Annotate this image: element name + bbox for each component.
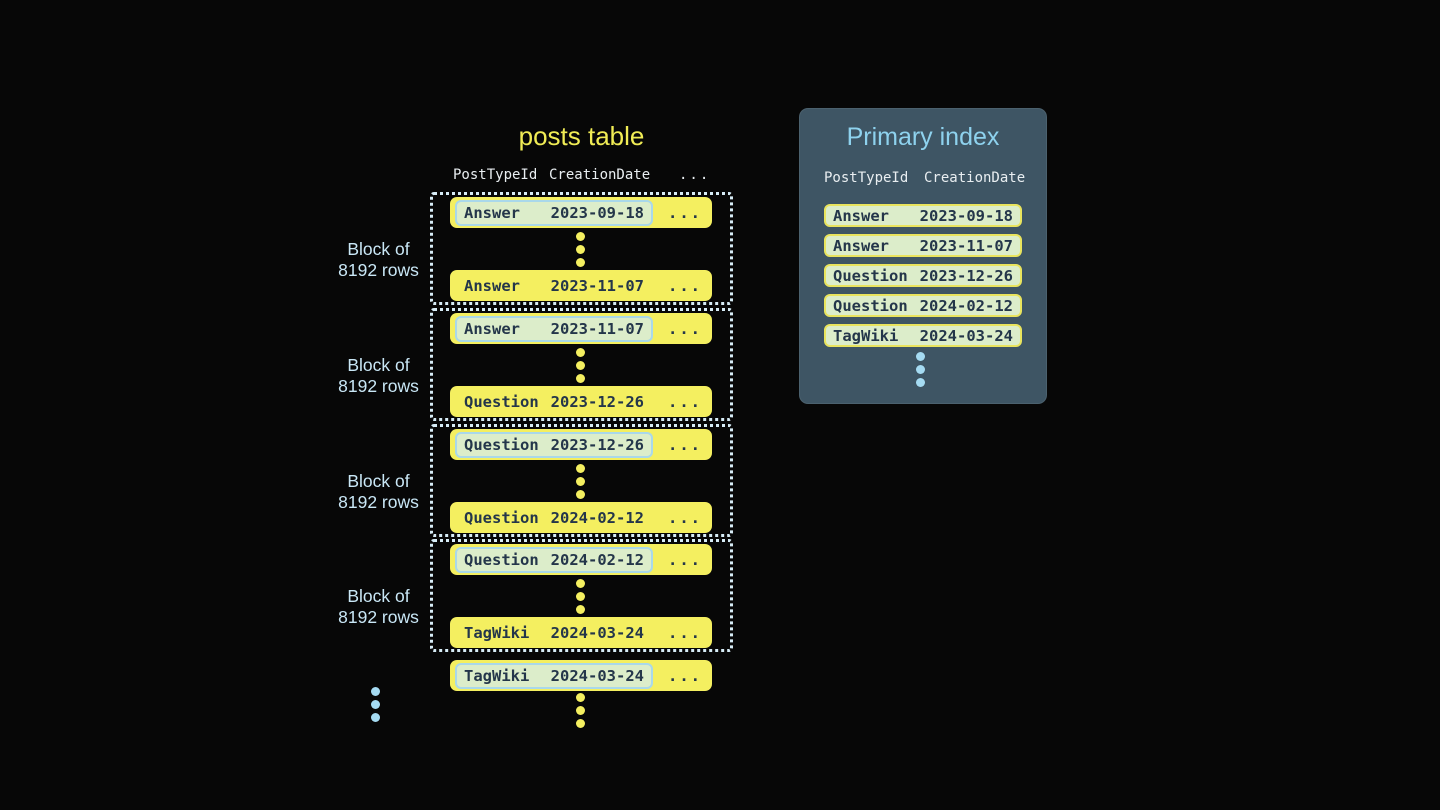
index-row-posttype: Answer xyxy=(833,206,889,225)
row-date: 2024-02-12 xyxy=(550,550,644,569)
block-label-line2: 8192 rows xyxy=(338,260,419,280)
block-label: Block of 8192 rows xyxy=(326,355,431,397)
row-date: 2024-03-24 xyxy=(550,666,644,685)
posts-column-header-more: ... xyxy=(679,167,711,183)
row-pill: TagWiki 2024-03-24 xyxy=(455,620,653,646)
block-label: Block of 8192 rows xyxy=(326,586,431,628)
row-date: 2023-11-07 xyxy=(550,319,644,338)
row-ellipsis: ... xyxy=(668,203,702,222)
block-label: Block of 8192 rows xyxy=(326,239,431,281)
table-row: Question 2023-12-26 ... xyxy=(450,386,712,417)
row-date: 2023-12-26 xyxy=(550,435,644,454)
posts-column-header-creationdate: CreationDate xyxy=(549,167,651,183)
block-label: Block of 8192 rows xyxy=(326,471,431,513)
rows-vertical-ellipsis-icon xyxy=(576,232,585,267)
row-ellipsis: ... xyxy=(668,666,702,685)
index-vertical-ellipsis-icon xyxy=(916,352,925,387)
row-posttype: Question xyxy=(464,392,539,411)
row-date: 2023-09-18 xyxy=(550,203,644,222)
row-block: Block of 8192 rows Question 2024-02-12 .… xyxy=(338,539,733,652)
rows-vertical-ellipsis-icon xyxy=(576,693,585,728)
row-ellipsis: ... xyxy=(668,435,702,454)
primary-index-title: Primary index xyxy=(846,123,1000,151)
index-row-date: 2024-03-24 xyxy=(919,326,1013,345)
row-block: Block of 8192 rows Question 2023-12-26 .… xyxy=(338,424,733,537)
block-label-line1: Block of xyxy=(347,239,410,259)
row-posttype: Answer xyxy=(464,319,520,338)
table-row: Question 2023-12-26 ... xyxy=(450,429,712,460)
block-label-line1: Block of xyxy=(347,355,410,375)
row-block: Block of 8192 rows Answer 2023-09-18 ...… xyxy=(338,192,733,305)
row-ellipsis: ... xyxy=(668,550,702,569)
table-row: Question 2024-02-12 ... xyxy=(450,502,712,533)
row-date: 2023-11-07 xyxy=(550,276,644,295)
table-row: TagWiki 2024-03-24 ... xyxy=(450,617,712,648)
rows-vertical-ellipsis-icon xyxy=(576,348,585,383)
index-row: Answer 2023-11-07 xyxy=(824,234,1022,257)
rows-vertical-ellipsis-icon xyxy=(576,579,585,614)
block-label-line2: 8192 rows xyxy=(338,376,419,396)
row-posttype: TagWiki xyxy=(464,623,530,642)
table-row: Answer 2023-11-07 ... xyxy=(450,270,712,301)
row-ellipsis: ... xyxy=(668,508,702,527)
row-ellipsis: ... xyxy=(668,392,702,411)
row-block: Block of 8192 rows Answer 2023-11-07 ...… xyxy=(338,308,733,421)
index-row-date: 2023-09-18 xyxy=(919,206,1013,225)
blocks-vertical-ellipsis-icon xyxy=(371,687,380,722)
row-pill: Question 2023-12-26 xyxy=(455,431,653,458)
index-row-posttype: TagWiki xyxy=(833,326,899,345)
table-row: Answer 2023-09-18 ... xyxy=(450,197,712,228)
table-row: Question 2024-02-12 ... xyxy=(450,544,712,575)
index-row: TagWiki 2024-03-24 xyxy=(824,324,1022,347)
row-pill: Answer 2023-09-18 xyxy=(455,199,653,226)
posts-column-header-posttypeid: PostTypeId xyxy=(453,167,538,183)
row-ellipsis: ... xyxy=(668,276,702,295)
row-posttype: Question xyxy=(464,435,539,454)
index-row-date: 2023-12-26 xyxy=(919,266,1013,285)
row-ellipsis: ... xyxy=(668,623,702,642)
row-date: 2024-02-12 xyxy=(550,508,644,527)
index-row-date: 2023-11-07 xyxy=(919,236,1013,255)
row-posttype: Answer xyxy=(464,276,520,295)
index-column-header-creationdate: CreationDate xyxy=(924,170,1026,186)
index-row: Answer 2023-09-18 xyxy=(824,204,1022,227)
index-row-date: 2024-02-12 xyxy=(919,296,1013,315)
overflow-row: TagWiki 2024-03-24 ... xyxy=(450,660,712,691)
posts-table-title: posts table xyxy=(518,121,645,151)
row-posttype: Question xyxy=(464,508,539,527)
index-row: Question 2023-12-26 xyxy=(824,264,1022,287)
index-row-posttype: Question xyxy=(833,296,908,315)
row-posttype: TagWiki xyxy=(464,666,530,685)
row-pill: Question 2024-02-12 xyxy=(455,546,653,573)
row-posttype: Answer xyxy=(464,203,520,222)
row-pill: Question 2023-12-26 xyxy=(455,389,653,415)
row-pill: TagWiki 2024-03-24 xyxy=(455,662,653,689)
block-label-line1: Block of xyxy=(347,586,410,606)
index-row-posttype: Answer xyxy=(833,236,889,255)
block-label-line2: 8192 rows xyxy=(338,492,419,512)
row-pill: Question 2024-02-12 xyxy=(455,505,653,531)
row-pill: Answer 2023-11-07 xyxy=(455,315,653,342)
block-label-line1: Block of xyxy=(347,471,410,491)
block-label-line2: 8192 rows xyxy=(338,607,419,627)
index-row: Question 2024-02-12 xyxy=(824,294,1022,317)
row-pill: Answer 2023-11-07 xyxy=(455,273,653,299)
row-posttype: Question xyxy=(464,550,539,569)
row-ellipsis: ... xyxy=(668,319,702,338)
index-column-header-posttypeid: PostTypeId xyxy=(824,170,909,186)
row-date: 2024-03-24 xyxy=(550,623,644,642)
row-date: 2023-12-26 xyxy=(550,392,644,411)
index-row-posttype: Question xyxy=(833,266,908,285)
primary-index-panel: Primary index PostTypeId CreationDate An… xyxy=(799,108,1047,404)
table-row: Answer 2023-11-07 ... xyxy=(450,313,712,344)
rows-vertical-ellipsis-icon xyxy=(576,464,585,499)
